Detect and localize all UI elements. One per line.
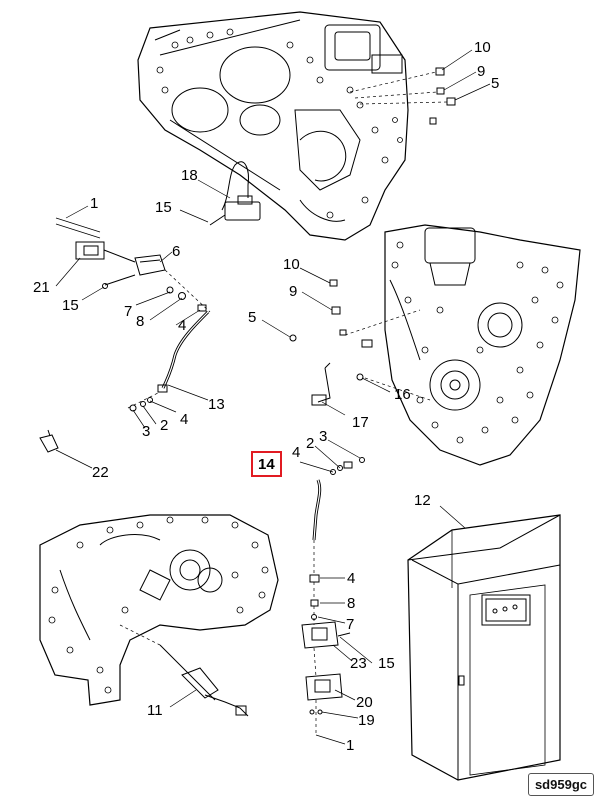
callout-3: 3 [319,428,328,445]
leader-lines [55,49,491,745]
callout-16: 16 [394,386,411,403]
callout-6: 6 [172,243,181,260]
sensor-22 [39,429,59,453]
bracket-20 [305,647,343,735]
right-engine-cover [384,224,581,466]
control-cabinet-12 [407,514,561,781]
hose-14 [309,457,365,625]
callout-7: 7 [124,303,133,320]
callout-7: 7 [346,616,355,633]
fitting-16-17 [311,362,431,406]
callout-5: 5 [248,309,257,326]
upper-engine-block [137,11,409,241]
callout-23: 23 [350,655,367,672]
lower-engine-block [39,514,279,706]
callout-19: 19 [358,712,375,729]
fasteners-top-right [349,67,456,125]
figure-code: sd959gc [527,773,594,796]
callout-20: 20 [356,694,373,711]
callout-12: 12 [414,492,431,509]
callout-15: 15 [155,199,172,216]
hose-13 [127,310,210,412]
callout-3: 3 [142,423,151,440]
sensor-assembly-18 [209,161,261,226]
callout-18: 18 [181,167,198,184]
callout-10: 10 [283,256,300,273]
probe-11 [119,624,249,717]
callout-17: 17 [352,414,369,431]
callout-4: 4 [347,570,356,587]
callout-4: 4 [180,411,189,428]
callout-8: 8 [136,313,145,330]
callout-2: 2 [306,435,315,452]
callout-22: 22 [92,464,109,481]
bracket-21 [55,217,136,263]
callout-5: 5 [491,75,500,92]
callout-13: 13 [208,396,225,413]
callout-15: 15 [378,655,395,672]
fasteners-middle [289,279,421,348]
block-6 [102,254,211,313]
callout-1: 1 [346,737,355,754]
callout-2: 2 [160,417,169,434]
callout-9: 9 [477,63,486,80]
callout-14-highlighted: 14 [251,451,282,477]
callout-10: 10 [474,39,491,56]
callout-21: 21 [33,279,50,296]
callout-1: 1 [90,195,99,212]
bracket-23 [301,621,351,649]
callout-15: 15 [62,297,79,314]
callout-9: 9 [289,283,298,300]
callout-4: 4 [178,317,187,334]
callout-4: 4 [292,444,301,461]
callout-11: 11 [147,702,163,719]
callout-8: 8 [347,595,356,612]
